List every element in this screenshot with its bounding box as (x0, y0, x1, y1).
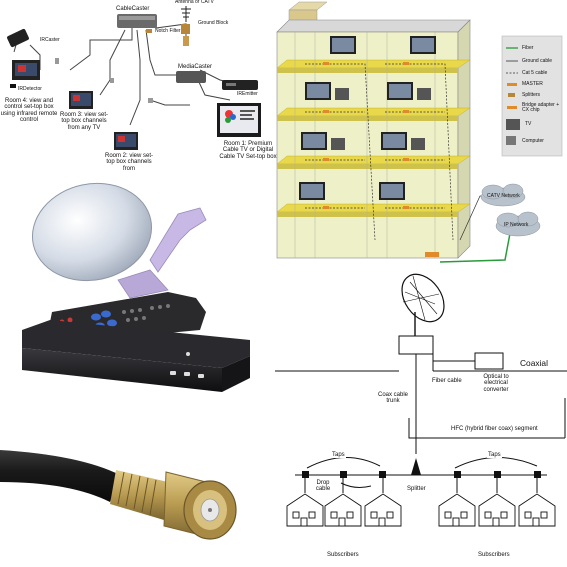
subscriber-houses (286, 493, 556, 527)
satellite-equipment-drawing (22, 182, 250, 392)
legend-item-computer: Computer (522, 138, 544, 144)
legend-item-ground-cable: Ground cable (522, 58, 553, 64)
room4-label: Room 4: view and control set-top box usi… (0, 98, 58, 123)
home-network-diagram: CableCaster Antenna or CATV Ground Block… (0, 0, 280, 185)
subscribers-left-label: Subscribers (327, 552, 359, 558)
mediacaster-device (176, 71, 206, 83)
notch-filter-label: Notch Filter (155, 28, 181, 34)
ip-cloud-icon (495, 211, 541, 237)
hfc-network-diagram: Coaxial Fiber cable Optical to electrica… (275, 268, 567, 567)
splitter-label: Splitter (407, 486, 426, 492)
f-connector-icon (110, 470, 237, 540)
room4-tv-icon (12, 60, 40, 80)
antenna-icon (181, 6, 191, 22)
converter-label: Optical to electrical converter (483, 374, 509, 393)
house-icon (324, 493, 362, 527)
splitter-icon (411, 458, 421, 475)
headend-dish-icon (401, 273, 445, 337)
cablecaster-label: CableCaster (116, 6, 150, 12)
legend-item-fiber: Fiber (522, 45, 534, 51)
ircaster-label: IRCaster (40, 37, 60, 43)
optical-converter-box (474, 352, 504, 370)
ground-block-label: Ground Block (198, 20, 229, 26)
fiber-line (439, 227, 512, 263)
fiber-cable-label: Fiber cable (432, 378, 462, 384)
coax-connector-photo (0, 420, 270, 567)
room2-label: Room 2: view set-top box channels from (104, 153, 153, 172)
coaxial-label: Coaxial (520, 358, 548, 368)
mediacaster-label: MediaCaster (178, 64, 213, 70)
house-icon (286, 493, 324, 527)
house-icon (438, 493, 476, 527)
legend-item-tv: TV (525, 121, 532, 127)
ground-block-icon (181, 24, 190, 34)
catv-network-label: CATV Network (487, 193, 520, 199)
subscribers-right-label: Subscribers (478, 552, 510, 558)
master-device-icon (425, 252, 439, 257)
irdetector-icon (10, 84, 16, 88)
settop-box-icon (222, 80, 258, 90)
catv-cloud-icon (480, 183, 526, 207)
antenna-label: Antenna or CATV (175, 0, 214, 5)
satellite-equipment-photo (0, 180, 270, 410)
legend-item-master: MASTER (522, 81, 543, 87)
satellite-dish-icon (31, 182, 207, 299)
legend-item-cat5: Cat 5 cable (522, 70, 548, 76)
coax-trunk-label: Coax cable trunk (377, 392, 409, 405)
legend-item-bridge: Bridge adapter + CX chip (522, 102, 560, 114)
taps-left-label: Taps (331, 452, 346, 459)
drop-cable-label: Drop cable (315, 480, 331, 493)
coax-connector-drawing (0, 450, 237, 540)
building-network-diagram: Fiber Ground cable Cat 5 cable MASTER Sp… (275, 0, 567, 268)
ircaster-device (7, 28, 29, 48)
room1-label: Room 1: Premium Cable TV or Digital Cabl… (219, 141, 277, 160)
legend-item-splitters: Splitters (522, 92, 541, 98)
room2-tv-icon (114, 132, 138, 150)
home-network-lines (7, 6, 261, 150)
taps-right-label: Taps (487, 452, 502, 459)
house-icon (518, 493, 556, 527)
ip-network-label: IP Network (504, 222, 529, 228)
room3-label: Room 3: view set-top box channels from a… (60, 112, 109, 131)
notch-filter-icon (146, 29, 152, 33)
hfc-segment-label: HFC (hybrid fiber coax) segment (451, 426, 538, 432)
headend-box (398, 335, 434, 355)
iremitter-label: IREmitter (237, 91, 258, 97)
settop-box-photo-icon (22, 320, 250, 392)
house-icon (478, 493, 516, 527)
building-drawing (276, 1, 563, 263)
room1-tv-icon (217, 103, 261, 137)
hfc-drawing (275, 273, 567, 527)
house-icon (364, 493, 402, 527)
irdetector-label: IRDetector (18, 86, 42, 92)
room3-tv-icon (69, 91, 93, 109)
